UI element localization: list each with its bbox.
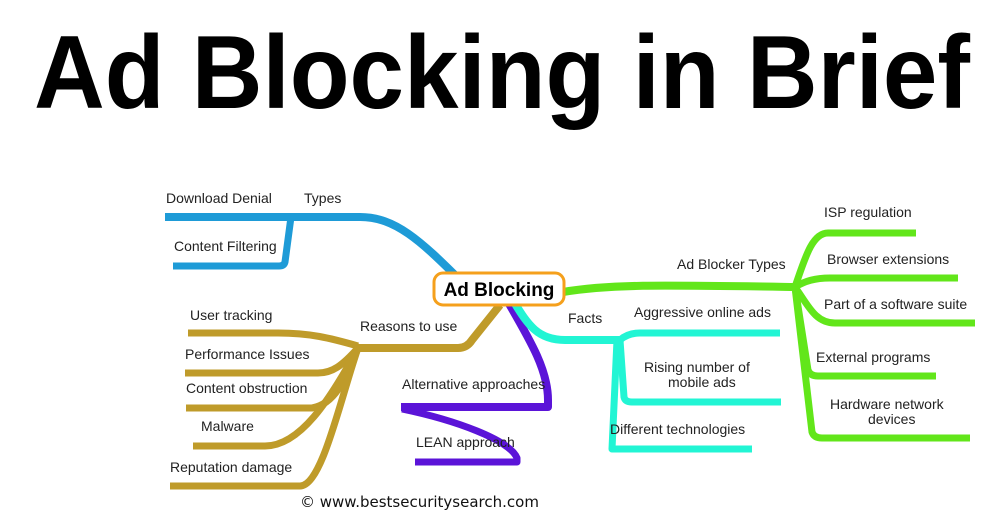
connector-blocker-types: [562, 281, 796, 296]
page-title: Ad Blocking in Brief: [34, 15, 970, 131]
connector-alternatives: [401, 299, 552, 411]
connector-rising: [616, 339, 781, 406]
node-malware: Malware: [201, 418, 254, 434]
connector-lean: [401, 405, 521, 466]
node-alternatives: Alternative approaches: [402, 376, 545, 392]
copyright: © www.bestsecuritysearch.com: [300, 493, 539, 511]
node-user-tracking: User tracking: [190, 307, 272, 323]
node-reputation-damage: Reputation damage: [170, 459, 292, 475]
node-external-programs: External programs: [816, 349, 930, 365]
node-content-obstruction: Content obstruction: [186, 380, 307, 396]
node-performance-issues: Performance Issues: [185, 346, 310, 362]
connector-aggressive: [617, 329, 780, 343]
node-lean: LEAN approach: [416, 434, 515, 450]
node-isp-regulation: ISP regulation: [824, 204, 912, 220]
connector-hardware: [791, 286, 970, 442]
branch-types: [165, 213, 465, 285]
connector-types: [165, 213, 465, 285]
node-hardware-line1: Hardware network: [830, 396, 945, 412]
node-download-denial: Download Denial: [166, 190, 272, 206]
node-different-technologies: Different technologies: [610, 421, 745, 437]
node-hardware-line2: devices: [868, 411, 915, 427]
node-aggressive-ads: Aggressive online ads: [634, 304, 771, 320]
connector-user-tracking: [188, 329, 359, 350]
branch-blocker-types: [562, 229, 975, 442]
connector-facts: [510, 299, 622, 344]
connector-isp: [791, 229, 916, 289]
node-rising-mobile-ads-line2: mobile ads: [668, 374, 736, 390]
connector-reputation: [170, 346, 362, 490]
node-reasons: Reasons to use: [360, 318, 457, 334]
connector-content-filtering: [173, 216, 295, 270]
node-types: Types: [304, 190, 341, 206]
branch-facts: [510, 299, 781, 453]
node-facts: Facts: [568, 310, 602, 326]
node-browser-extensions: Browser extensions: [827, 251, 949, 267]
node-content-filtering: Content Filtering: [174, 238, 277, 254]
connector-malware: [193, 346, 362, 450]
center-node: [432, 271, 566, 307]
connector-reasons: [357, 302, 504, 352]
center-node-label: Ad Blocking: [444, 280, 555, 301]
node-blocker-types: Ad Blocker Types: [677, 256, 786, 272]
node-rising-mobile-ads-line1: Rising number of: [644, 359, 750, 375]
branch-reasons: [170, 302, 504, 490]
node-software-suite: Part of a software suite: [824, 296, 967, 312]
connector-different: [608, 339, 752, 453]
connector-browser: [793, 274, 958, 291]
branch-alternatives: [401, 299, 552, 466]
